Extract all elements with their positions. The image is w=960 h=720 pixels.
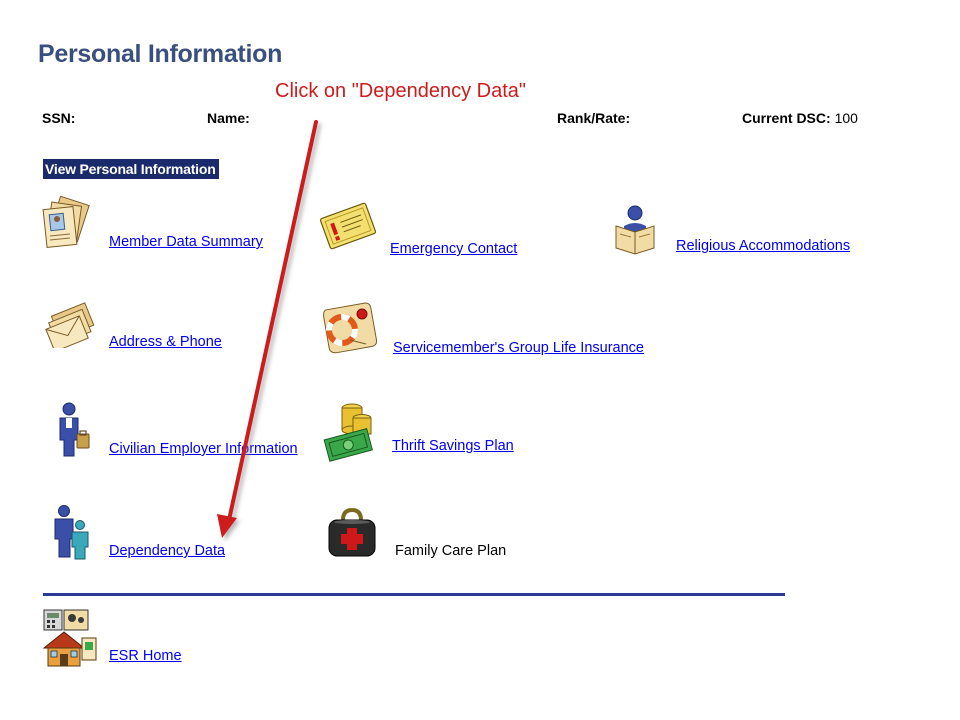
- emergency-contact-link[interactable]: Emergency Contact: [390, 241, 518, 257]
- member-data-summary-link[interactable]: Member Data Summary: [109, 234, 263, 250]
- life-insurance-icon[interactable]: [320, 300, 378, 356]
- sgli-link[interactable]: Servicemember's Group Life Insurance: [393, 340, 644, 356]
- emergency-contact-icon[interactable]: [318, 200, 378, 252]
- thrift-savings-icon[interactable]: [322, 398, 378, 462]
- current-dsc-label-text: Current DSC:: [742, 110, 831, 126]
- esr-home-link[interactable]: ESR Home: [109, 648, 182, 664]
- instruction-callout: Click on "Dependency Data": [275, 80, 526, 102]
- medical-bag-icon: [328, 508, 376, 557]
- civilian-employer-link[interactable]: Civilian Employer Information: [109, 441, 298, 457]
- family-care-plan-label: Family Care Plan: [395, 543, 507, 559]
- rank-rate-label: Rank/Rate:: [557, 110, 631, 126]
- address-phone-link[interactable]: Address & Phone: [109, 334, 222, 350]
- view-personal-information-heading: View Personal Information: [43, 159, 219, 179]
- thrift-savings-link[interactable]: Thrift Savings Plan: [392, 438, 514, 454]
- member-data-summary-icon[interactable]: [42, 196, 90, 254]
- current-dsc-value: 100: [834, 110, 858, 126]
- dependency-data-icon[interactable]: [52, 505, 92, 561]
- section-divider: [43, 593, 785, 596]
- page-title: Personal Information: [38, 40, 283, 68]
- dependency-data-link[interactable]: Dependency Data: [109, 543, 226, 559]
- address-phone-icon[interactable]: [42, 302, 98, 348]
- name-label: Name:: [207, 110, 250, 126]
- religious-accommodations-icon[interactable]: [612, 204, 658, 256]
- civilian-employer-icon[interactable]: [55, 402, 91, 458]
- esr-home-icon[interactable]: [42, 608, 98, 668]
- religious-accommodations-link[interactable]: Religious Accommodations: [676, 238, 851, 254]
- current-dsc-label: Current DSC: 100: [742, 110, 858, 126]
- ssn-label: SSN:: [42, 110, 76, 126]
